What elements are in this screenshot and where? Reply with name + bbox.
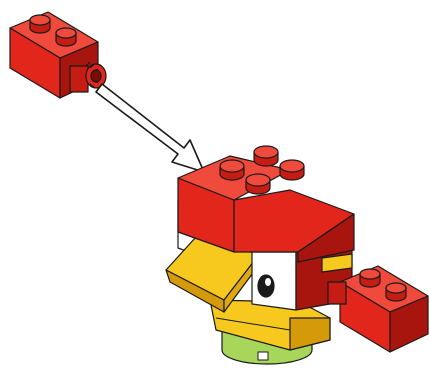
head-stud (254, 146, 278, 166)
side-brick-stud (386, 283, 406, 301)
right-eye-block (252, 252, 296, 310)
head-stud (246, 174, 270, 194)
head-stud (220, 160, 244, 180)
right-eye-icon (258, 275, 274, 297)
loose-brick (10, 12, 106, 98)
assembly-arrow (96, 84, 204, 172)
bird-head-model (166, 146, 354, 364)
loose-brick-stud (56, 28, 76, 46)
loose-brick-stud (30, 15, 50, 33)
side-brick-stud (360, 269, 380, 287)
head-stud (280, 160, 304, 180)
